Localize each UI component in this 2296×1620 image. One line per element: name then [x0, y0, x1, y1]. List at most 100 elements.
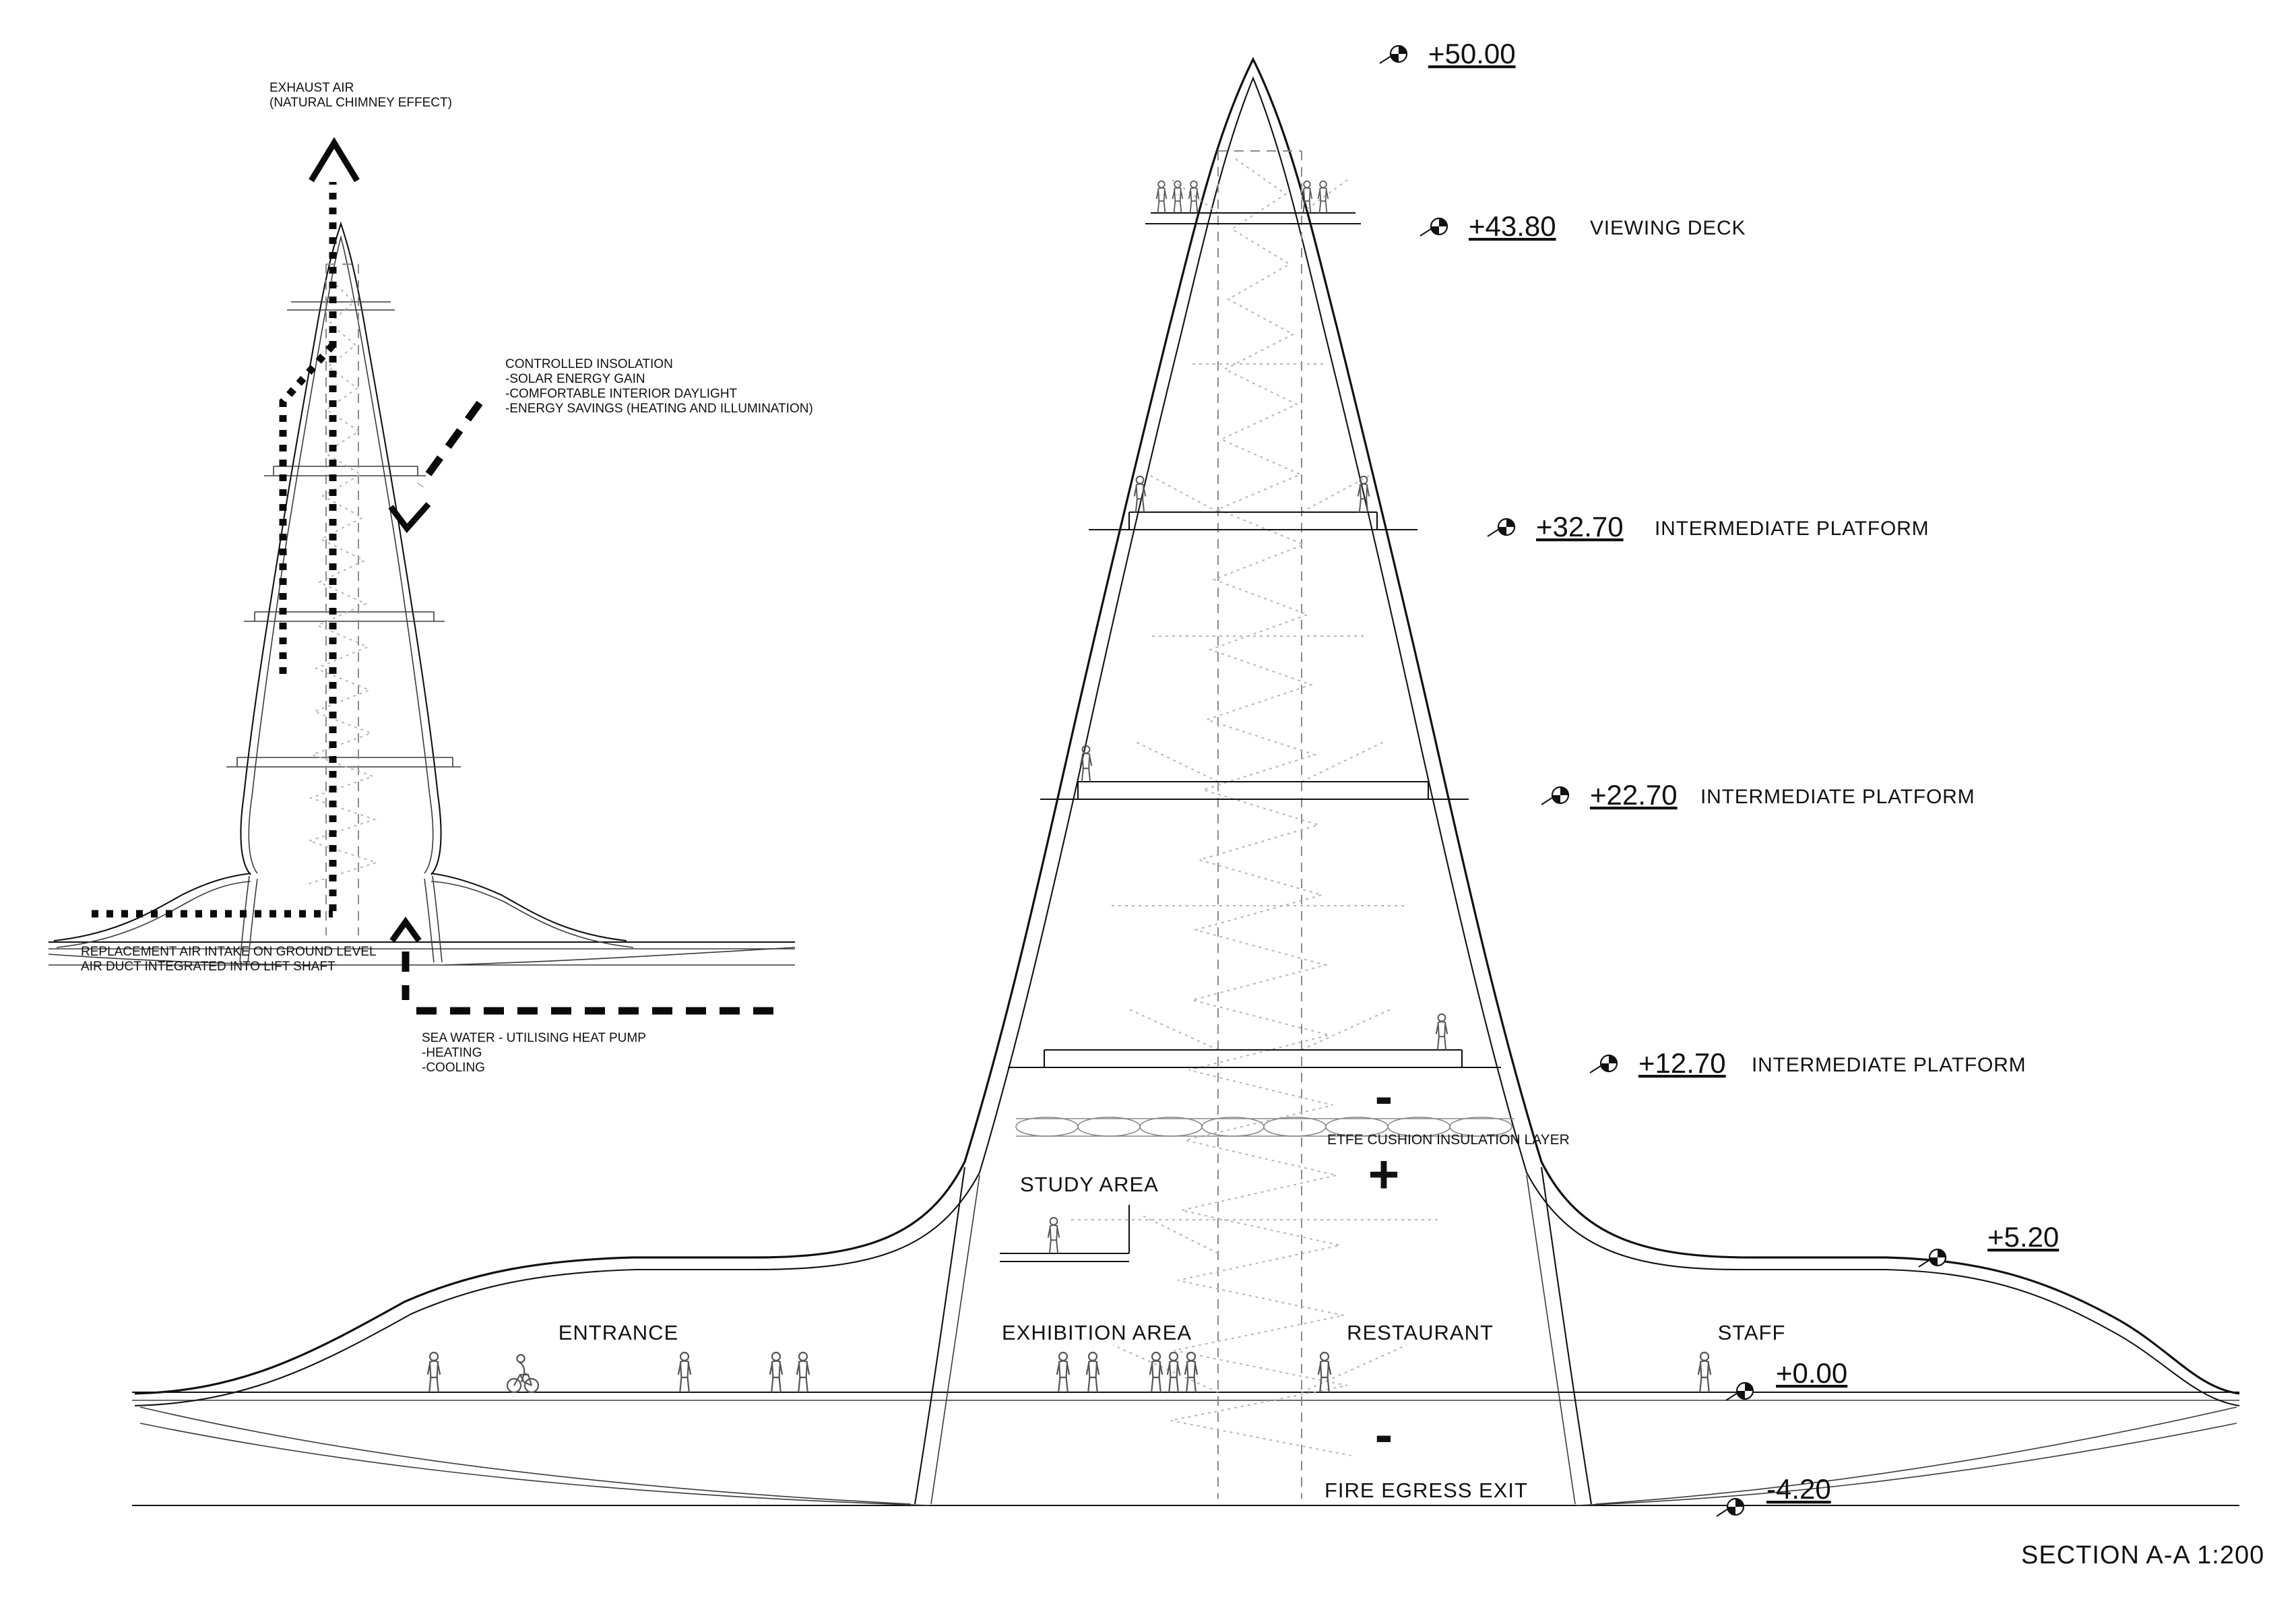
exhibition-label: EXHIBITION AREA: [1002, 1321, 1192, 1344]
insolation-label-line4: -ENERGY SAVINGS (HEATING AND ILLUMINATIO…: [505, 402, 813, 416]
platform-1270-floor: [1008, 1049, 1501, 1069]
strategy-skirt-left-outer: [53, 872, 251, 942]
level-marker-32-70: +32.70 INTERMEDIATE PLATFORM: [1486, 511, 1929, 542]
benchmark-icon: [1486, 518, 1516, 538]
tower-shell-outer: [134, 57, 2240, 1395]
pressure-minus-upper: -: [1375, 1066, 1393, 1126]
insolation-label-line3: -COMFORTABLE INTERIOR DAYLIGHT: [505, 387, 738, 401]
stair-flights: [1112, 177, 1407, 1393]
strategy-skirt-right-inner: [430, 881, 634, 948]
insolation-label-line1: CONTROLLED INSOLATION: [505, 357, 673, 371]
level-label: INTERMEDIATE PLATFORM: [1752, 1054, 2026, 1076]
exhaust-duct-branch: [279, 342, 336, 674]
level-marker-22-70: +22.70 INTERMEDIATE PLATFORM: [1540, 779, 1975, 811]
person-icon: [1056, 1351, 1071, 1394]
elevation-text: +0.00: [1776, 1357, 1847, 1389]
strategy-underground-curves: [48, 947, 796, 966]
seawater-label-line2: -HEATING: [422, 1046, 482, 1060]
person-icon: [769, 1351, 784, 1394]
level-marker-12-70: +12.70 INTERMEDIATE PLATFORM: [1589, 1047, 2026, 1079]
elevation-text: -4.20: [1766, 1473, 1831, 1505]
drawing-title: SECTION A-A 1:200: [2021, 1541, 2264, 1569]
staff-label: STAFF: [1718, 1321, 1786, 1344]
study-mezzanine-floor: [1000, 1205, 1130, 1263]
level-label: INTERMEDIATE PLATFORM: [1700, 786, 1975, 808]
person-icon: [1188, 180, 1200, 214]
pressure-minus-lower: -: [1375, 1404, 1393, 1464]
benchmark-icon: [1540, 786, 1570, 806]
elevation-text: +50.00: [1428, 38, 1516, 69]
platform-3270-floor: [1089, 511, 1417, 531]
etfe-cushion-layer: [1015, 1117, 1514, 1137]
benchmark-icon: [1589, 1054, 1618, 1074]
elevation-text: +22.70: [1590, 779, 1678, 811]
insolation-arrow-line: [417, 400, 483, 488]
level-label: VIEWING DECK: [1590, 217, 1746, 239]
entrance-label: ENTRANCE: [559, 1321, 679, 1344]
seawater-label-line3: -COOLING: [422, 1061, 485, 1075]
underground-curves-right: [1576, 1406, 2237, 1506]
insolation-arrow-icon: [388, 502, 431, 534]
cyclist-icon: [506, 1354, 540, 1394]
strategy-diagram: EXHAUST AIR (NATURAL CHIMNEY EFFECT) CON…: [48, 81, 813, 1075]
exhaust-label-line1: EXHAUST AIR: [269, 81, 354, 95]
level-markers: +50.00 +43.80 VIEWING DECK +32.70 INTERM…: [1378, 38, 2059, 1518]
tower-legs-inner: [930, 1175, 1576, 1505]
intake-label-line1: REPLACEMENT AIR INTAKE ON GROUND LEVEL: [81, 945, 377, 959]
strategy-stair-zigzag: [307, 280, 379, 885]
benchmark-icon: [1715, 1497, 1745, 1518]
person-icon: [1184, 1351, 1199, 1394]
viewing-deck-floor: [1145, 212, 1361, 225]
pressure-plus: +: [1368, 1144, 1400, 1204]
strategy-lift-shaft: [325, 263, 359, 935]
benchmark-icon: [1378, 44, 1408, 65]
strategy-skirt-right-outer: [430, 872, 627, 942]
person-icon: [1149, 1351, 1163, 1394]
strategy-floors: [226, 301, 461, 768]
tower-shell-inner: [134, 76, 2240, 1407]
person-icon: [1155, 180, 1168, 214]
elevation-text: +32.70: [1536, 511, 1624, 542]
main-section: - + - ENTRANCE STUDY AREA EXHIBITION ARE…: [132, 57, 2240, 1507]
insolation-label-line2: -SOLAR ENERGY GAIN: [505, 372, 645, 386]
etfe-label: ETFE CUSHION INSULATION LAYER: [1327, 1132, 1570, 1148]
underground-curves-left: [139, 1406, 930, 1506]
restaurant-label: RESTAURANT: [1347, 1321, 1494, 1344]
level-marker-43-80: +43.80 VIEWING DECK: [1419, 210, 1746, 242]
stair-zigzag: [1170, 158, 1351, 1456]
level-marker-50-00: +50.00: [1378, 38, 1516, 69]
level-label: INTERMEDIATE PLATFORM: [1655, 518, 1929, 540]
elevation-text: +5.20: [1987, 1221, 2059, 1253]
elevation-text: +43.80: [1469, 210, 1556, 242]
seawater-up-arrow-icon: [389, 916, 422, 943]
strategy-tower-legs: [239, 875, 443, 963]
person-icon: [1435, 1013, 1448, 1051]
strategy-tower-outer: [240, 221, 442, 875]
stair-landings: [1071, 363, 1442, 1220]
benchmark-icon: [1917, 1248, 1947, 1268]
person-icon: [1317, 1351, 1332, 1394]
person-icon: [1047, 1216, 1060, 1254]
exhaust-arrow-icon: [309, 137, 360, 183]
seawater-label-line1: SEA WATER - UTILISING HEAT PUMP: [422, 1031, 646, 1045]
level-marker-minus-4-20: -4.20: [1715, 1473, 1831, 1518]
person-icon: [1172, 180, 1184, 214]
strategy-tower-inner: [248, 235, 434, 874]
person-icon: [426, 1351, 441, 1394]
intake-label-line2: AIR DUCT INTEGRATED INTO LIFT SHAFT: [81, 960, 336, 974]
person-icon: [1317, 180, 1329, 214]
person-icon: [677, 1351, 692, 1394]
fire-egress-label: FIRE EGRESS EXIT: [1325, 1478, 1528, 1502]
person-icon: [1085, 1351, 1100, 1394]
person-icon: [1697, 1351, 1712, 1394]
strategy-skirt-left-inner: [56, 881, 251, 948]
elevation-text: +12.70: [1638, 1047, 1726, 1079]
level-marker-0-00: +0.00: [1725, 1357, 1847, 1402]
study-area-label: STUDY AREA: [1020, 1173, 1159, 1196]
platform-2270-floor: [1040, 780, 1469, 801]
tower-legs-outer: [914, 1166, 1593, 1505]
exhaust-label-line2: (NATURAL CHIMNEY EFFECT): [269, 96, 452, 110]
person-icon: [796, 1351, 810, 1394]
